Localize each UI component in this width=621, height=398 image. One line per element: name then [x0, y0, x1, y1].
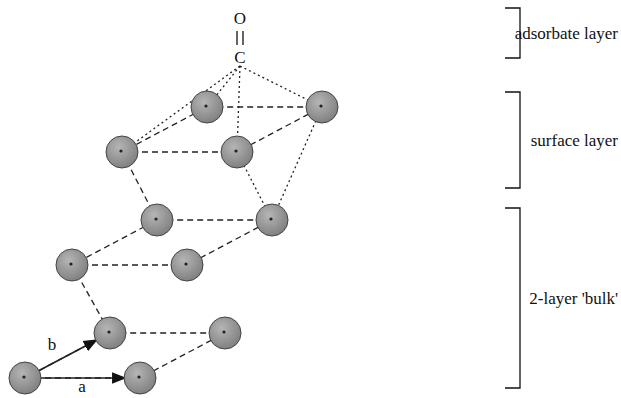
metal-atom — [141, 204, 173, 236]
atom-symbol: O — [234, 10, 246, 27]
layer-label: surface layer — [531, 132, 618, 149]
metal-atom — [94, 317, 126, 349]
atom-symbol: C — [234, 49, 245, 66]
layer-label: 2-layer 'bulk' — [529, 290, 618, 307]
metal-atom — [209, 317, 241, 349]
metal-atom — [9, 362, 41, 394]
metal-atom — [171, 249, 203, 281]
double-bond — [237, 31, 243, 45]
metal-atom — [124, 362, 156, 394]
layer-bracket — [505, 8, 520, 388]
metal-atom — [221, 136, 253, 168]
vector-label: a — [78, 378, 86, 395]
metal-atom — [306, 91, 338, 123]
layer-label: adsorbate layer — [515, 25, 618, 42]
adsorbate-link — [122, 66, 240, 152]
metal-atom — [191, 91, 223, 123]
vector-label: b — [48, 336, 57, 353]
site-link — [272, 107, 322, 220]
metal-atom — [106, 136, 138, 168]
metal-atom — [256, 204, 288, 236]
metal-atom — [56, 249, 88, 281]
